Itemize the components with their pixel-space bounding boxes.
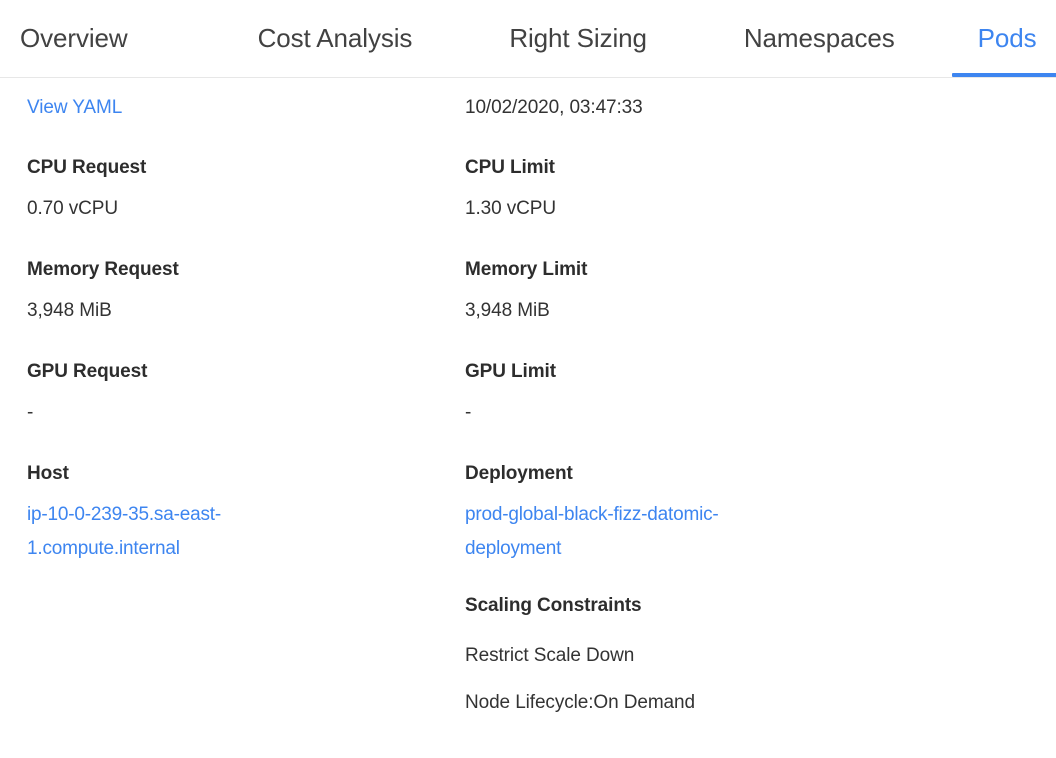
tab-right-sizing[interactable]: Right Sizing [509, 0, 647, 77]
deployment-label: Deployment [465, 463, 573, 484]
gpu-limit-field: GPU Limit - [465, 360, 805, 425]
tab-cost-analysis-label: Cost Analysis [257, 23, 413, 53]
memory-limit-value: 3,948 MiB [465, 300, 550, 321]
cpu-limit-field: CPU Limit 1.30 vCPU [465, 156, 805, 221]
tab-right-sizing-label: Right Sizing [509, 23, 647, 53]
memory-request-value: 3,948 MiB [27, 300, 112, 321]
tab-namespaces[interactable]: Namespaces [744, 0, 895, 77]
timestamp-value: 10/02/2020, 03:47:33 [465, 97, 643, 118]
gpu-limit-label: GPU Limit [465, 361, 556, 382]
cpu-limit-value: 1.30 vCPU [465, 198, 556, 219]
deployment-link[interactable]: prod-global-black-fizz-datomic-deploymen… [465, 504, 719, 559]
view-yaml-link[interactable]: View YAML [27, 97, 123, 118]
node-lifecycle-value: Node Lifecycle:On Demand [465, 692, 695, 713]
tab-overview[interactable]: Overview [20, 0, 128, 77]
view-yaml-field: View YAML [27, 96, 367, 120]
host-field: Host ip-10-0-239-35.sa-east-1.compute.in… [27, 462, 367, 566]
cpu-request-label: CPU Request [27, 157, 147, 178]
cpu-request-value: 0.70 vCPU [27, 198, 118, 219]
tab-namespaces-label: Namespaces [743, 23, 895, 53]
tab-cost-analysis[interactable]: Cost Analysis [258, 0, 413, 77]
gpu-request-label: GPU Request [27, 361, 148, 382]
timestamp-field: 10/02/2020, 03:47:33 [465, 96, 805, 120]
gpu-request-value: - [27, 402, 34, 423]
active-tab-indicator [951, 73, 1056, 77]
scaling-constraints-field: Scaling Constraints Restrict Scale Down … [465, 594, 805, 715]
gpu-limit-value: - [465, 402, 472, 423]
restrict-scale-down-value: Restrict Scale Down [465, 645, 635, 666]
tab-bar: Overview Cost Analysis Right Sizing Name… [0, 0, 1056, 78]
memory-limit-field: Memory Limit 3,948 MiB [465, 258, 805, 323]
tab-pods-label: Pods [977, 23, 1037, 53]
cpu-request-field: CPU Request 0.70 vCPU [27, 156, 367, 221]
host-link[interactable]: ip-10-0-239-35.sa-east-1.compute.interna… [27, 504, 221, 559]
deployment-field: Deployment prod-global-black-fizz-datomi… [465, 462, 805, 566]
cpu-limit-label: CPU Limit [465, 157, 555, 178]
host-label: Host [27, 463, 69, 484]
tab-pods[interactable]: Pods [951, 0, 1056, 77]
gpu-request-field: GPU Request - [27, 360, 367, 425]
tab-overview-label: Overview [20, 23, 128, 53]
memory-request-label: Memory Request [27, 259, 179, 280]
scaling-constraints-label: Scaling Constraints [465, 595, 642, 616]
memory-request-field: Memory Request 3,948 MiB [27, 258, 367, 323]
memory-limit-label: Memory Limit [465, 259, 588, 280]
